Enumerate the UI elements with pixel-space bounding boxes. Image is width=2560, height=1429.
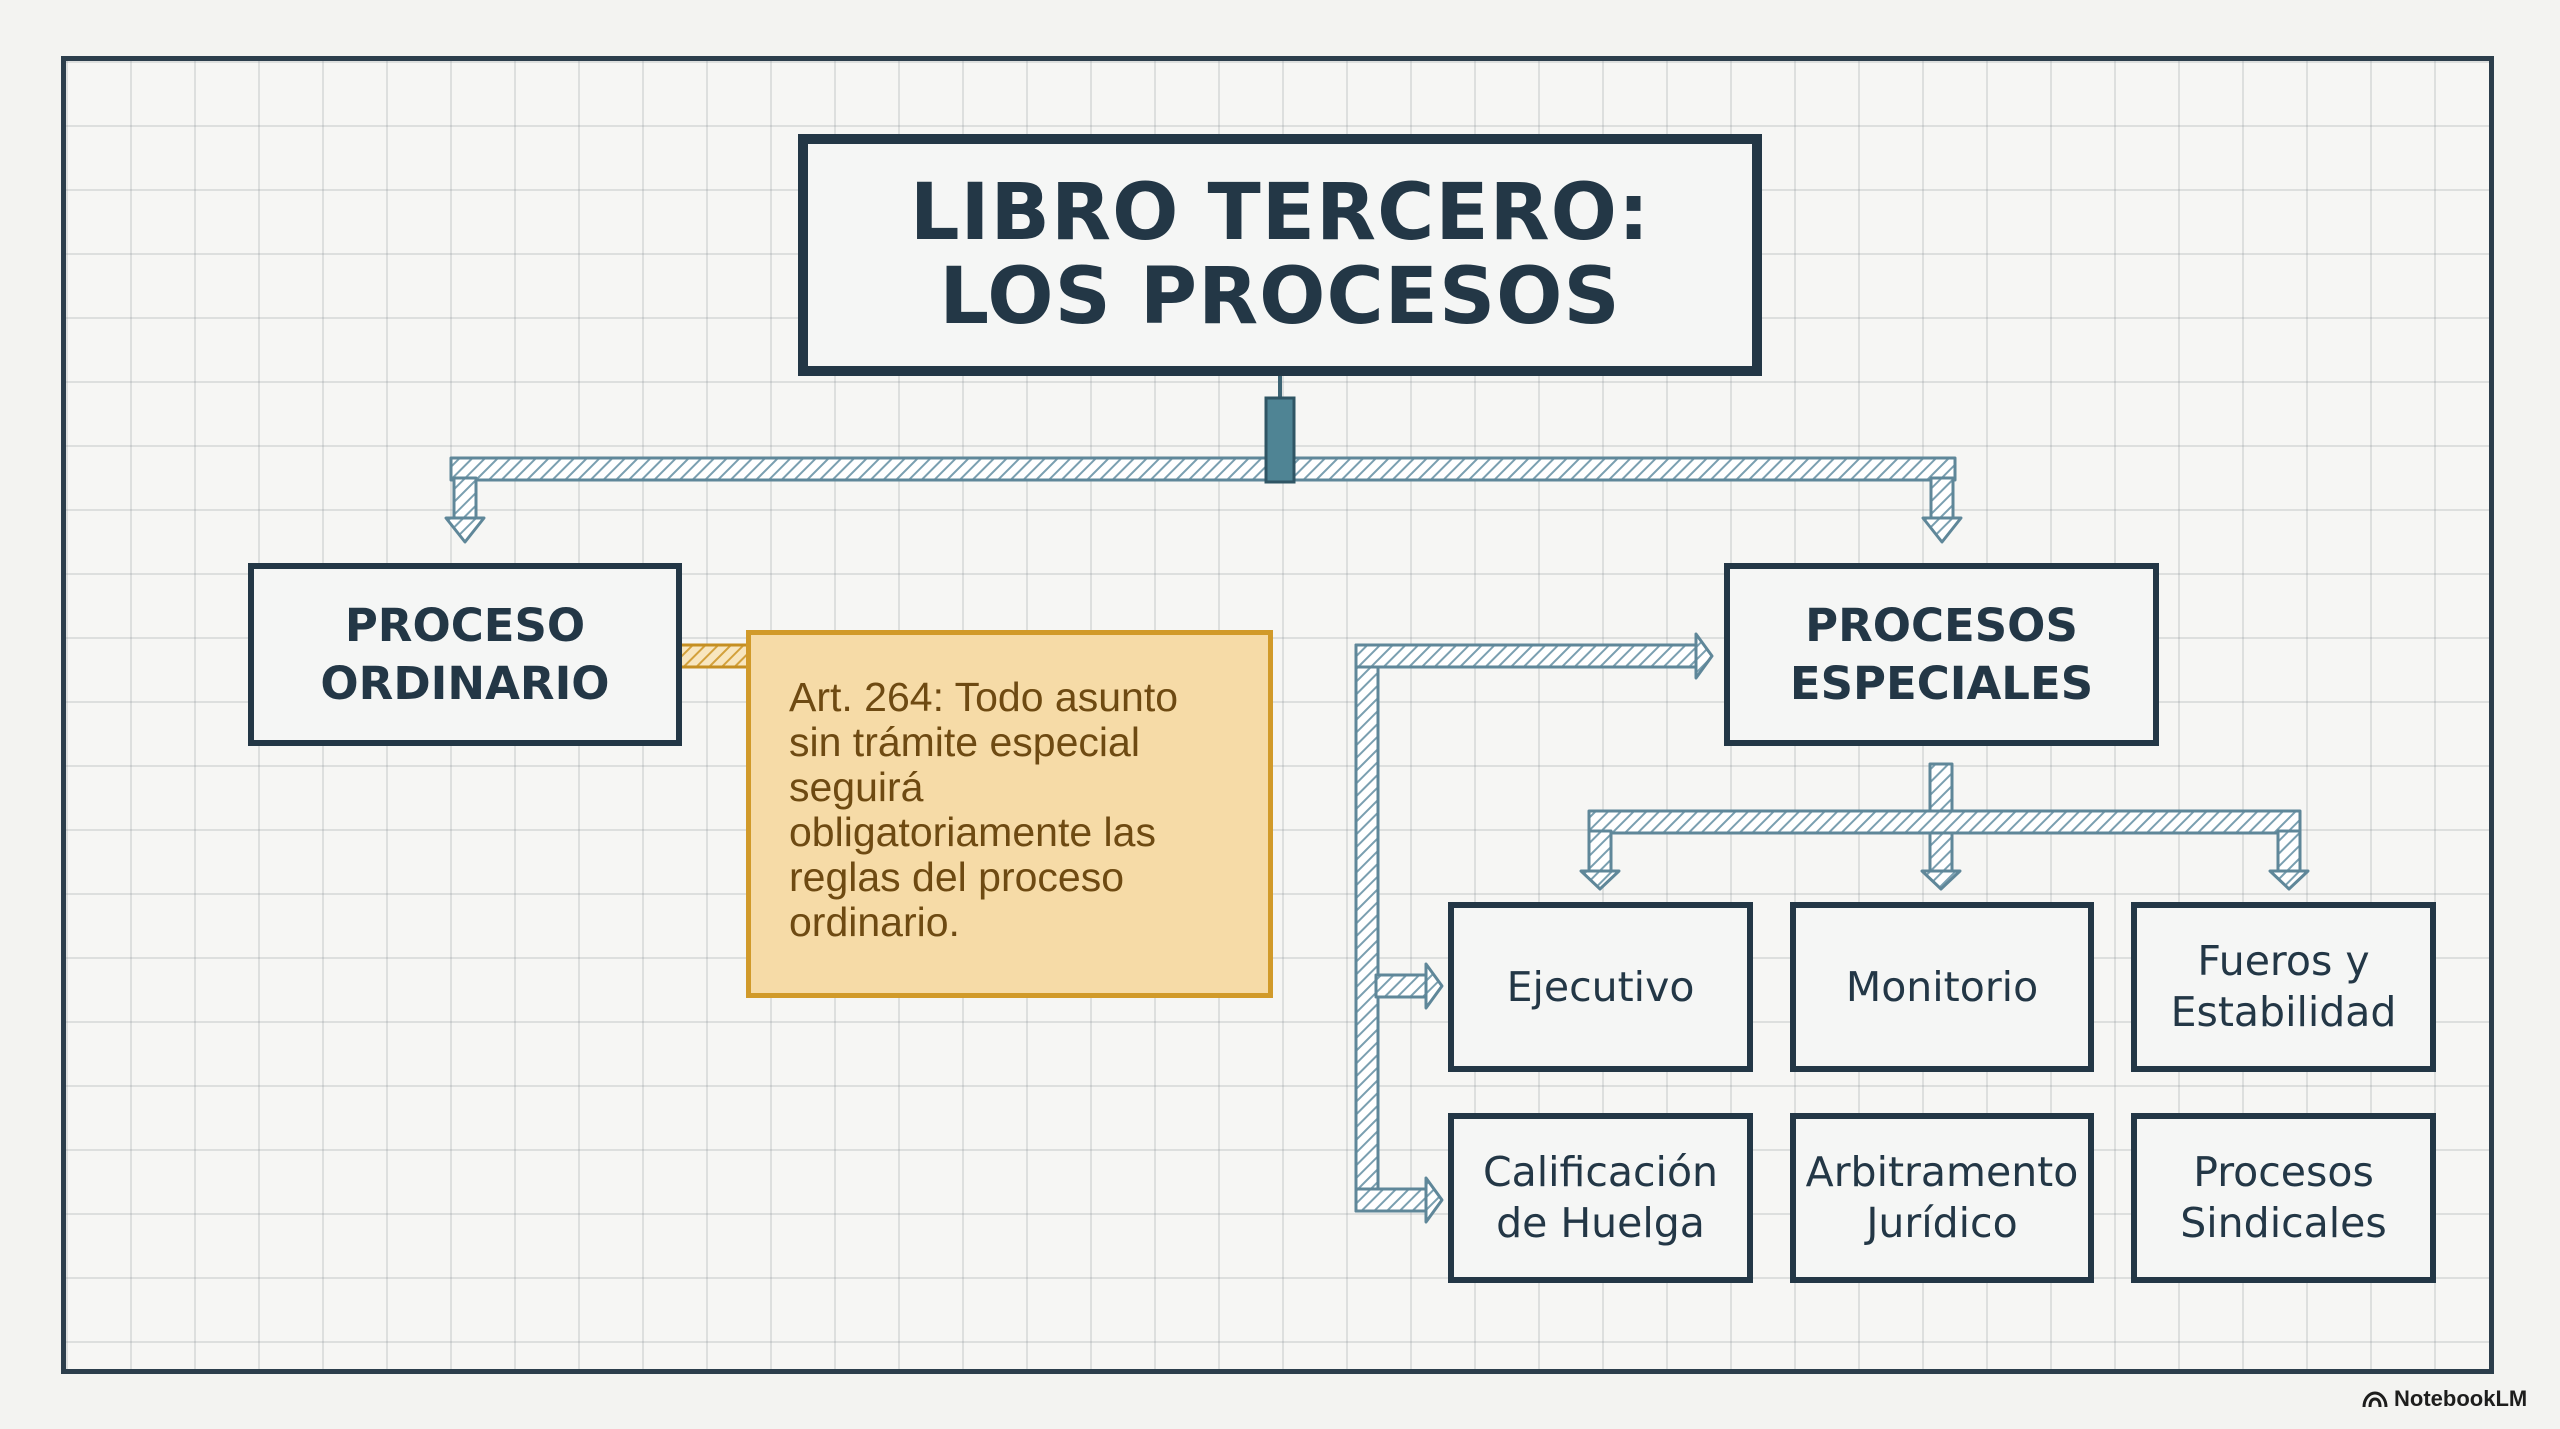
special-type-box: Monitorio — [1790, 902, 2094, 1072]
diagram-title: LIBRO TERCERO: LOS PROCESOS — [909, 168, 1651, 342]
article-note: Art. 264: Todo asunto sin trámite especi… — [746, 630, 1273, 998]
special-type-box: Arbitramento Jurídico — [1790, 1113, 2094, 1283]
special-type-box: Ejecutivo — [1448, 902, 1753, 1072]
left-drop — [452, 476, 478, 522]
right-drop — [1929, 476, 1955, 522]
sub-arrowhead-right — [2268, 869, 2310, 891]
special-type-label: Ejecutivo — [1506, 962, 1695, 1011]
special-type-label: Procesos Sindicales — [2180, 1148, 2387, 1247]
bracket-top-arrowhead — [1694, 632, 1714, 680]
title-stem — [1264, 396, 1296, 484]
sub-branch-bar — [1587, 809, 2302, 835]
proceso-ordinario-box: PROCESO ORDINARIO — [248, 563, 682, 746]
sub-arrowhead-left — [1579, 869, 1621, 891]
procesos-especiales-box: PROCESOS ESPECIALES — [1724, 563, 2159, 746]
brand-name: NotebookLM — [2394, 1386, 2528, 1411]
brand-watermark: NotebookLM — [2362, 1386, 2527, 1412]
right-arrowhead — [1921, 516, 1963, 544]
special-type-label: Fueros y Estabilidad — [2170, 937, 2397, 1036]
bracket-mid-arrowhead — [1424, 962, 1444, 1010]
notebooklm-logo-icon — [2362, 1391, 2388, 1408]
special-type-box: Fueros y Estabilidad — [2131, 902, 2436, 1072]
sub-drop-left — [1587, 829, 1613, 875]
proceso-ordinario-label: PROCESO ORDINARIO — [320, 598, 610, 710]
bracket-bottom — [1354, 1187, 1430, 1213]
procesos-especiales-label: PROCESOS ESPECIALES — [1789, 598, 2094, 710]
special-type-label: Calificación de Huelga — [1482, 1148, 1719, 1247]
special-type-box: Calificación de Huelga — [1448, 1113, 1753, 1283]
note-link — [678, 643, 750, 669]
special-type-label: Arbitramento Jurídico — [1805, 1148, 2079, 1247]
sub-arrowhead-center — [1920, 869, 1962, 891]
sub-drop-right — [2276, 829, 2302, 875]
article-note-text: Art. 264: Todo asunto sin trámite especi… — [789, 674, 1179, 945]
special-type-box: Procesos Sindicales — [2131, 1113, 2436, 1283]
bracket-bottom-arrowhead — [1424, 1176, 1444, 1224]
special-type-label: Monitorio — [1845, 962, 2039, 1011]
title-box: LIBRO TERCERO: LOS PROCESOS — [798, 134, 1762, 376]
left-arrowhead — [444, 516, 486, 544]
main-branch-bar — [449, 456, 1957, 482]
bracket-vertical — [1354, 643, 1380, 1213]
bracket-top — [1354, 643, 1700, 669]
bracket-mid — [1374, 973, 1430, 999]
